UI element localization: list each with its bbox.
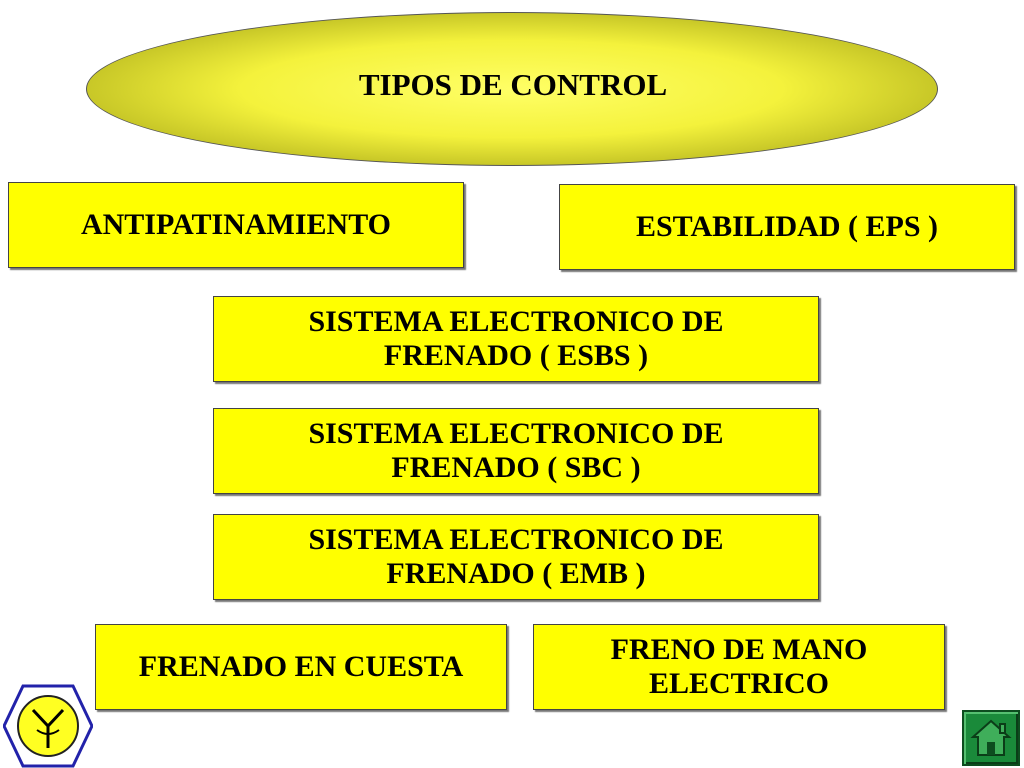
box-sbc-line-1: SISTEMA ELECTRONICO DE xyxy=(308,417,724,450)
box-antipatinamiento: ANTIPATINAMIENTO xyxy=(8,182,464,268)
diagram-title: TIPOS DE CONTROL xyxy=(358,67,668,102)
box-esbs: SISTEMA ELECTRONICO DE FRENADO ( ESBS ) xyxy=(213,296,819,382)
box-esbs-line-1: SISTEMA ELECTRONICO DE xyxy=(308,305,724,338)
box-freno-de-mano-line-1: FRENO DE MANO xyxy=(610,633,868,666)
box-frenado-en-cuesta-line-1: FRENADO EN CUESTA xyxy=(138,650,464,683)
box-sbc: SISTEMA ELECTRONICO DE FRENADO ( SBC ) xyxy=(213,408,819,494)
box-estabilidad: ESTABILIDAD ( EPS ) xyxy=(559,184,1015,270)
box-emb-line-2: FRENADO ( EMB ) xyxy=(386,557,646,590)
box-emb: SISTEMA ELECTRONICO DE FRENADO ( EMB ) xyxy=(213,514,819,600)
box-sbc-line-2: FRENADO ( SBC ) xyxy=(391,451,641,484)
hexagon-logo-icon xyxy=(2,684,94,768)
box-esbs-line-2: FRENADO ( ESBS ) xyxy=(383,339,649,372)
box-freno-de-mano-line-2: ELECTRICO xyxy=(648,667,830,700)
box-freno-de-mano: FRENO DE MANO ELECTRICO xyxy=(533,624,945,710)
box-estabilidad-line-1: ESTABILIDAD ( EPS ) xyxy=(635,210,938,243)
home-button[interactable] xyxy=(962,710,1020,766)
box-frenado-en-cuesta: FRENADO EN CUESTA xyxy=(95,624,507,710)
title-ellipse: TIPOS DE CONTROL xyxy=(86,12,938,166)
home-icon xyxy=(970,719,1012,756)
box-emb-line-1: SISTEMA ELECTRONICO DE xyxy=(308,523,724,556)
box-antipatinamiento-line-1: ANTIPATINAMIENTO xyxy=(80,208,392,241)
